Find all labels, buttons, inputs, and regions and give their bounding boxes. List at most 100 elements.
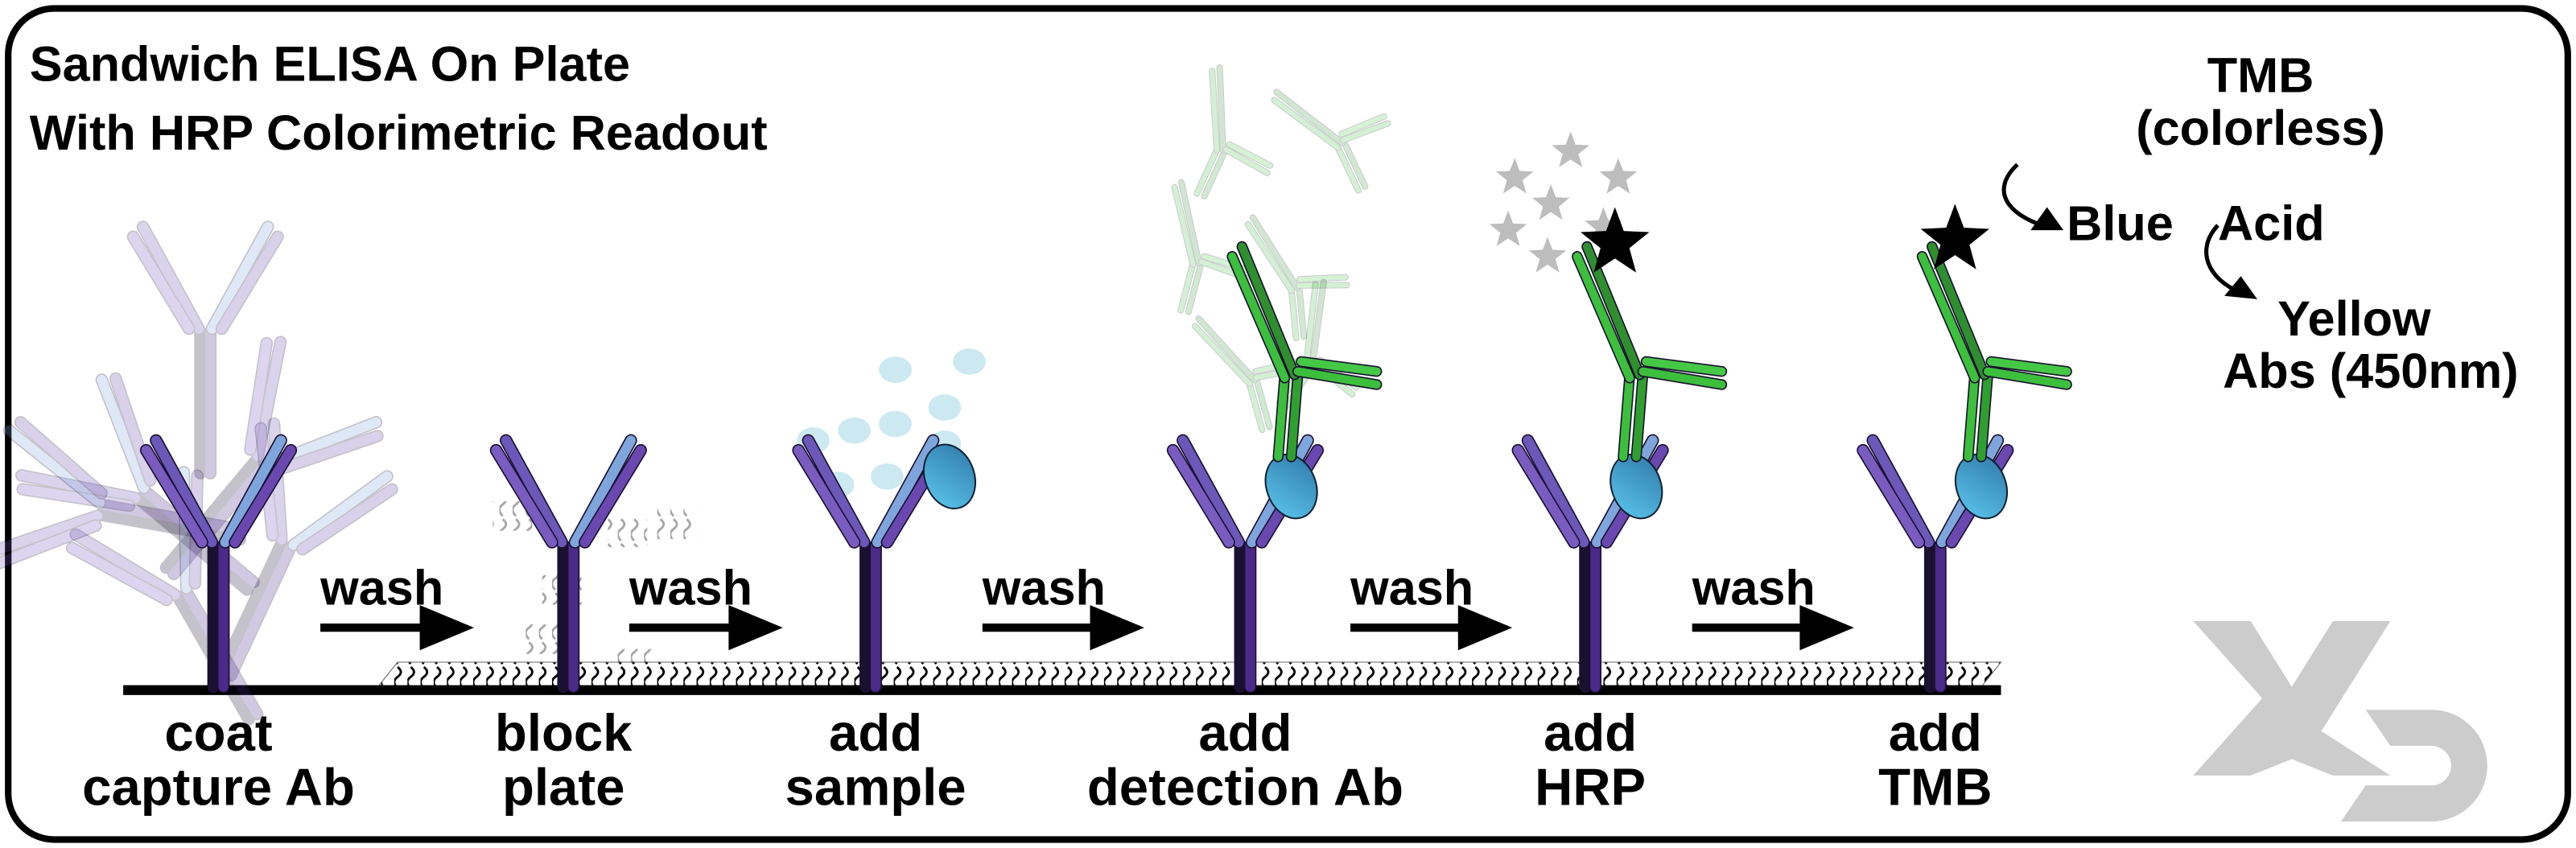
hrp-star-icon: [1581, 207, 1650, 273]
antibody-chain-outline: [1296, 274, 1349, 283]
antibody-chain: [1201, 148, 1228, 199]
antibody-chain: [1245, 221, 1295, 294]
antibody-chain-outline: [1273, 89, 1346, 146]
free-antigen: [870, 463, 904, 490]
antibody-chain: [16, 470, 141, 504]
antibody-chain: [1250, 215, 1300, 290]
step-label-sample: add: [829, 703, 922, 762]
antibody-chain-outline: [95, 373, 150, 495]
absorbance-label: Abs (450nm): [2223, 344, 2519, 398]
curved-arrow-icon: [2001, 163, 2048, 229]
capture-antibody: [159, 335, 384, 581]
blocking-protein: [608, 517, 648, 548]
antibody-chain: [150, 435, 217, 548]
antibody-chain-outline: [1309, 278, 1327, 368]
acid-label: Acid: [2218, 196, 2325, 250]
antibody-chain: [97, 374, 149, 493]
antibody-chain: [1632, 370, 1647, 461]
logo-d: [2341, 710, 2487, 822]
free-capture-antibody: [159, 335, 384, 581]
antibody-chain: [270, 430, 383, 476]
antibody-chain-outline: [136, 220, 205, 335]
arrow-right-icon: [982, 605, 1144, 651]
antibody-chain: [70, 529, 180, 600]
antibody-chain: [288, 471, 393, 550]
wash-label: wash: [982, 561, 1106, 615]
detection-antibody: [1226, 241, 1383, 463]
antibody-chain: [67, 543, 172, 605]
antibody-chain-outline: [1192, 323, 1253, 388]
step-label-detection: add: [1198, 703, 1292, 762]
antibody-chain: [1196, 315, 1258, 383]
antigen-body: [922, 443, 976, 510]
antibody-chain-outline: [1295, 282, 1350, 289]
step-label-block: block: [495, 703, 633, 762]
antibody-chain: [1227, 252, 1289, 382]
antibody-chain-outline: [295, 483, 398, 556]
step-label-tmb-2: TMB: [1878, 758, 1992, 817]
free-antigen: [879, 410, 913, 438]
antibody-chain: [1927, 242, 1989, 379]
antibody-chain: [1296, 282, 1350, 288]
antibody-chain: [1309, 279, 1326, 368]
antibody-chain: [1964, 370, 1979, 461]
antibody-chain: [1296, 357, 1381, 376]
step-label-coat: coat: [164, 703, 272, 762]
step-label-coat-2: capture Ab: [82, 758, 355, 817]
background-molecules: [0, 64, 1638, 726]
antibody-chain: [1572, 252, 1634, 382]
detection-antibody: [1171, 179, 1251, 315]
arrow-right-icon: [629, 605, 783, 651]
antibody-chain: [0, 521, 101, 570]
antibody-chain: [1297, 274, 1348, 282]
free-hrp-star-icon: [1489, 210, 1527, 246]
wash-label: wash: [1692, 561, 1816, 615]
antibody-chain: [216, 537, 287, 677]
antibody-chain: [1304, 282, 1318, 366]
arrow-right-icon: [320, 605, 474, 651]
antibody-chain: [1857, 445, 1924, 548]
antibody-chain: [1513, 445, 1579, 548]
wash-label: wash: [629, 561, 752, 615]
antibody-chain: [1341, 139, 1368, 189]
antibody-chain-outline: [1226, 141, 1274, 169]
antibody-chain: [803, 435, 869, 548]
antibody-chain: [18, 484, 134, 511]
capture-antibody: [0, 416, 249, 571]
antibody-chain: [207, 221, 273, 334]
antibody-chain-outline: [1253, 376, 1273, 430]
antibody-chain: [168, 460, 270, 579]
antibody-chain-outline: [0, 509, 104, 560]
title-line-1: Sandwich ELISA On Plate: [30, 36, 630, 91]
antibody-chain: [570, 435, 637, 548]
antibody-chain: [1226, 142, 1273, 168]
antibody-chain-outline: [251, 335, 287, 463]
antibody-chain-outline: [65, 541, 173, 607]
antigen: [922, 443, 976, 510]
detection-antibody: [1244, 214, 1350, 342]
antibody-chain-outline: [269, 430, 384, 477]
antibody-chain-outline: [1339, 120, 1391, 144]
free-antigen: [838, 417, 871, 444]
free-capture-antibody: [126, 220, 284, 480]
antibody-chain-outline: [1185, 260, 1205, 315]
capture-antibody: [792, 434, 950, 694]
antibody-chain: [1193, 323, 1252, 387]
wash-step-1: wash: [319, 561, 474, 651]
antibody-chain: [1222, 146, 1270, 176]
capture-antibody: [126, 220, 284, 480]
antibody-chain-outline: [69, 528, 182, 602]
detection-antibody: [1193, 64, 1274, 200]
yellow-label: Yellow: [2277, 291, 2431, 346]
antibody-chain: [1272, 97, 1341, 150]
antibody-chain: [1339, 113, 1387, 137]
antibody-chain: [220, 435, 286, 548]
antibody-chain: [1178, 260, 1196, 313]
antibody-chain-outline: [14, 416, 108, 500]
antibody-chain-outline: [1338, 113, 1387, 138]
antibody-chain-outline: [0, 519, 102, 571]
antibody-chain: [1254, 377, 1272, 430]
capture-antibody: [139, 434, 298, 694]
detection-antibody: [1271, 89, 1391, 194]
